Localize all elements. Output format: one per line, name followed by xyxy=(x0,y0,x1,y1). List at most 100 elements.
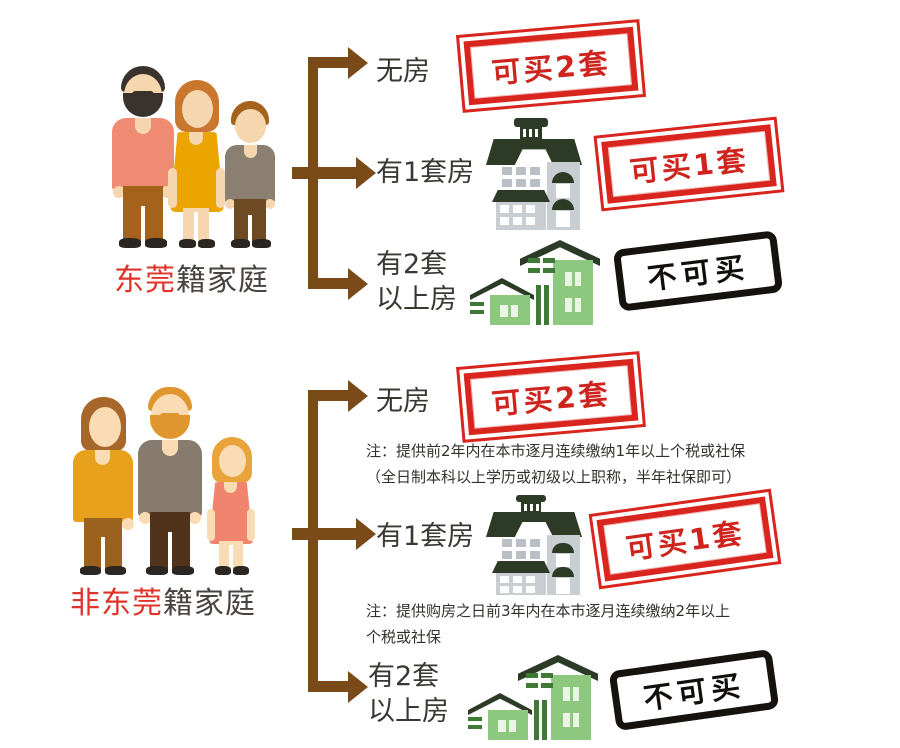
stamp-dongguan-two-houses: 不可买 xyxy=(612,230,784,312)
row-label-dongguan-one-house: 有1套房 xyxy=(376,157,475,188)
mother2-head xyxy=(89,407,121,447)
hedge-2d xyxy=(543,268,555,273)
father-shoe-left xyxy=(119,238,141,248)
mother2-leg-gap xyxy=(101,537,105,570)
son-leg-gap xyxy=(248,215,252,244)
wing-window-a2 xyxy=(513,205,522,213)
window-row-b1 xyxy=(502,179,512,187)
chimney-slot-1 xyxy=(524,504,527,511)
father2-hand-right xyxy=(189,512,201,524)
bracket-arm-row2 xyxy=(292,167,358,179)
stamp-text: 可买1套 xyxy=(628,142,751,190)
note-non-dongguan-one-house: 注：提供购房之日前3年内在本市逐月连续缴纳2年以上 个税或社保 xyxy=(366,602,731,647)
father2-leg-gap xyxy=(168,532,172,570)
fence-post-2 xyxy=(544,285,549,325)
father2-shoe-right xyxy=(172,566,194,575)
wing-window-a1 xyxy=(500,576,509,583)
wing-window-a2 xyxy=(513,576,522,583)
son-figure xyxy=(223,101,277,248)
hedge-2d xyxy=(541,683,553,688)
tower-window-2 xyxy=(556,578,570,594)
mother-shoe-right xyxy=(198,239,215,248)
stamp-non-dongguan-one-house: 可买1套 xyxy=(589,486,781,592)
window-row-b1 xyxy=(502,551,512,559)
stamp-non-dongguan-two-houses: 不可买 xyxy=(608,648,780,732)
category-label-dark-part: 籍家庭 xyxy=(163,586,256,621)
wing-window-b3 xyxy=(526,217,535,225)
main-roof xyxy=(486,512,582,537)
gray-building-icon-2 xyxy=(484,495,594,595)
window-row-a3 xyxy=(530,167,540,175)
arrow-head-row2 xyxy=(356,518,376,550)
tower-window-2 xyxy=(556,211,570,227)
tower-arch-2 xyxy=(552,567,574,577)
daughter-head xyxy=(219,445,246,477)
window-row-a2 xyxy=(516,539,526,547)
hedge-2c xyxy=(526,683,538,688)
fence-post-1 xyxy=(534,700,539,740)
father2-shoe-left xyxy=(146,566,168,575)
window-row-b3 xyxy=(530,551,540,559)
row-label-non-dongguan-no-house: 无房 xyxy=(376,386,430,417)
mother2-shoe-left xyxy=(80,566,101,575)
daughter-arm-left xyxy=(207,509,215,541)
stamp-text: 不可买 xyxy=(641,668,748,716)
son-shoe-right xyxy=(252,239,271,248)
window-row-b2 xyxy=(516,179,526,187)
tall-window-cross-1 xyxy=(570,685,573,703)
father-figure xyxy=(112,66,174,248)
stamp-non-dongguan-no-house: 可买2套 xyxy=(456,350,646,444)
family-father-mother-son-icon xyxy=(112,58,277,248)
tall-window-cross-2 xyxy=(572,296,575,314)
note-non-dongguan-no-house: 注：提供前2年内在本市逐月连续缴纳1年以上个税或社保 （全日制本科以上学历或初级… xyxy=(366,442,746,487)
hedge-2b xyxy=(543,258,555,263)
row-label-non-dongguan-two-houses: 有2套 以上房 xyxy=(368,661,449,727)
small-window-cross xyxy=(506,718,509,734)
mother-leg-gap xyxy=(194,212,198,242)
father2-figure xyxy=(138,387,202,575)
wing-window-b3 xyxy=(526,586,535,593)
mother-figure xyxy=(166,76,226,248)
mother-arm-right xyxy=(216,168,225,208)
window-row-a1 xyxy=(502,167,512,175)
category-label-dark-part: 籍家庭 xyxy=(176,263,269,298)
wing-window-a3 xyxy=(526,576,535,583)
hedge-1a xyxy=(468,717,482,721)
gray-building-icon-1 xyxy=(484,118,594,230)
hedge-2c xyxy=(528,268,540,273)
mother2-figure xyxy=(72,395,134,575)
window-row-a2 xyxy=(516,167,526,175)
category-label-non-dongguan: 非东莞籍家庭 xyxy=(70,578,256,622)
small-window-cross xyxy=(508,303,511,319)
wing-window-b1 xyxy=(500,217,509,225)
son-hand-left xyxy=(225,199,235,209)
green-houses-icon-2 xyxy=(466,655,616,740)
stamp-text: 不可买 xyxy=(645,249,751,297)
father-shoe-right xyxy=(145,238,167,248)
green-houses-icon-1 xyxy=(468,240,618,325)
wing-window-a1 xyxy=(500,205,509,213)
wing-window-b1 xyxy=(500,586,509,593)
mother-head xyxy=(182,90,213,128)
father-mustache xyxy=(132,91,154,98)
stamp-text: 可买1套 xyxy=(623,515,747,567)
son-collar xyxy=(244,145,257,158)
bracket-arm-row3 xyxy=(308,278,350,289)
mother-neckline xyxy=(189,132,203,145)
row-label-non-dongguan-one-house: 有1套房 xyxy=(376,521,475,552)
hedge-2a xyxy=(528,258,540,263)
family-mother-father-daughter-icon xyxy=(72,385,257,575)
chimney xyxy=(516,495,546,502)
wing-window-b2 xyxy=(513,217,522,225)
son-shoe-left xyxy=(231,239,250,248)
chimney-slot-3 xyxy=(535,129,538,137)
arrow-head-row3 xyxy=(348,268,368,300)
tower-arch-1 xyxy=(552,172,574,183)
daughter-figure xyxy=(205,435,257,575)
mother2-hand xyxy=(122,518,134,530)
tower-window-1 xyxy=(556,554,570,567)
mother2-shoe-right xyxy=(105,566,126,575)
stamp-dongguan-no-house: 可买2套 xyxy=(456,18,646,114)
bracket-arm-row1 xyxy=(308,390,350,401)
chimney xyxy=(514,118,548,127)
